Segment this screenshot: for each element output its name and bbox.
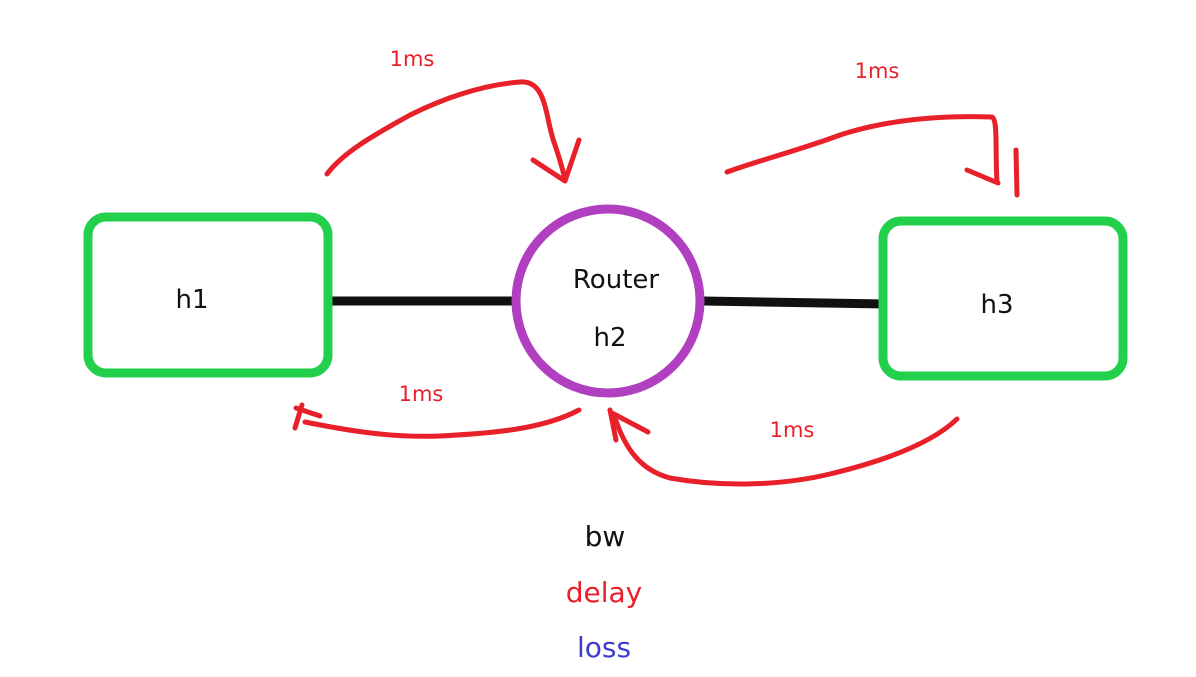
host-h1[interactable]: h1 [83, 212, 333, 378]
router-h2-label: h2 [593, 323, 626, 353]
delay-arrow-h1-to-router-head [530, 137, 582, 184]
legend: bw delay loss [566, 520, 643, 664]
host-h3[interactable]: h3 [878, 216, 1128, 381]
host-h1-box [83, 212, 333, 378]
delay-label-router-to-h1: 1ms [399, 382, 444, 406]
delay-arrow-h1-to-router [324, 79, 582, 184]
legend-bw: bw [585, 520, 626, 553]
delay-arrow-router-to-h1-head [292, 402, 323, 431]
delay-label-router-to-h3: 1ms [855, 59, 900, 83]
delay-arrow-router-to-h3 [724, 114, 1020, 198]
delay-label-h1-to-router: 1ms [390, 47, 435, 71]
delay-arrow-router-to-h3-tick [1013, 147, 1020, 198]
link-router-h3 [699, 296, 891, 309]
delay-arrow-h3-to-router-head [607, 407, 651, 443]
delay-arrow-router-to-h1-curve [302, 407, 582, 439]
router-title: Router [573, 265, 659, 295]
legend-loss: loss [577, 631, 631, 664]
delay-label-h3-to-router: 1ms [770, 418, 815, 442]
host-h1-label: h1 [175, 285, 208, 315]
host-h3-label: h3 [980, 290, 1013, 320]
host-h3-box [878, 216, 1128, 381]
delay-arrow-h3-to-router-curve [612, 415, 960, 487]
router-h2-circle [511, 204, 705, 398]
delay-arrow-router-to-h3-head [964, 167, 1001, 186]
delay-arrow-h1-to-router-curve [324, 79, 568, 183]
legend-delay: delay [566, 576, 643, 609]
delay-arrow-router-to-h1 [292, 402, 582, 439]
delay-arrow-router-to-h3-curve [724, 114, 1000, 185]
router-h2[interactable]: Router h2 [511, 204, 705, 398]
delay-arrow-h3-to-router [607, 407, 960, 487]
